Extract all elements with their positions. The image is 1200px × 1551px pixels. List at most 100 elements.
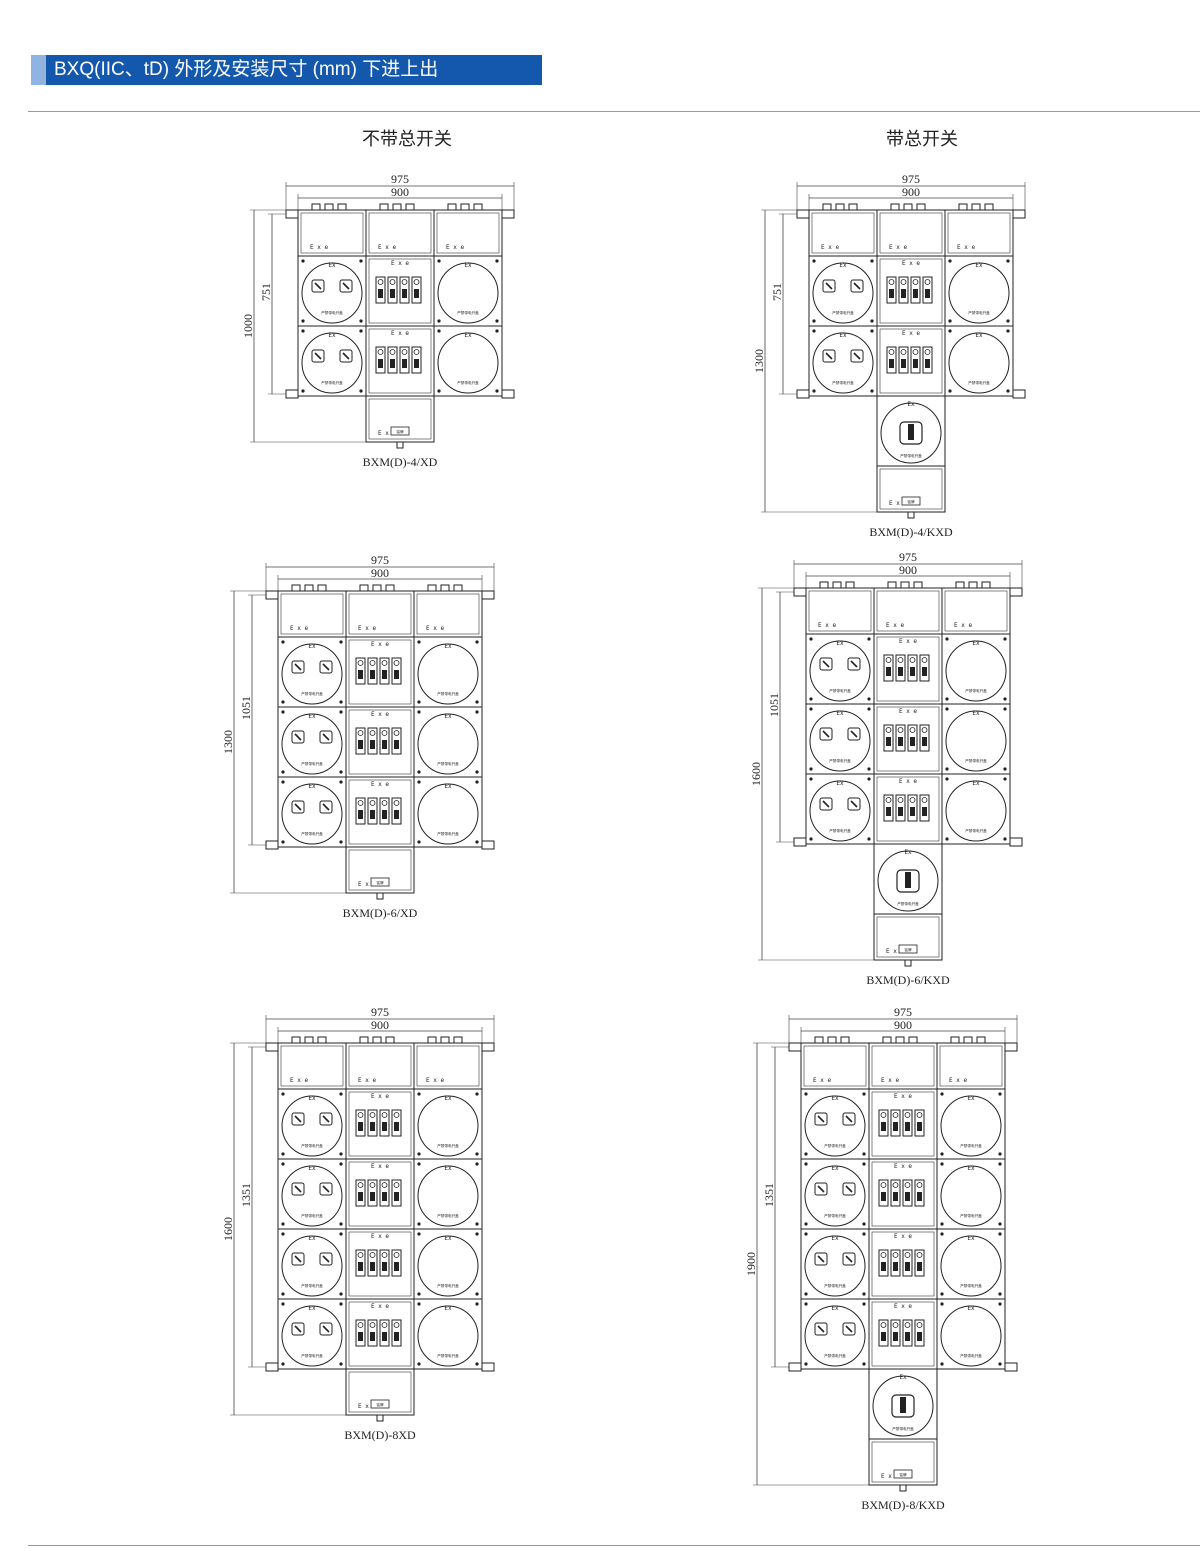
terminal-box-inner: [879, 212, 943, 254]
breaker-indicator: [393, 1322, 400, 1328]
exe-mark: E x e: [426, 1077, 444, 1084]
model-label: BXM(D)-6/KXD: [866, 973, 950, 987]
bolt-icon: [339, 840, 343, 844]
bolt-icon: [339, 700, 343, 704]
dimension-outer-height: 1300: [752, 349, 766, 373]
exe-mark: E x e: [894, 1093, 912, 1100]
switch-handle: [342, 282, 350, 290]
warning-label: 严禁带电开盖: [965, 688, 987, 693]
exe-mark: E x e: [358, 1077, 376, 1084]
warning-label: 严禁带电开盖: [437, 1143, 459, 1148]
mounting-lug: [788, 1042, 802, 1052]
main-switch-cover: [880, 402, 942, 464]
breaker-toggle: [358, 670, 363, 679]
warning-label: 严禁带电开盖: [301, 761, 323, 766]
breaker-toggle: [881, 1122, 886, 1131]
warning-label: 严禁带电开盖: [968, 310, 990, 315]
breaker-indicator: [921, 657, 928, 663]
bolt-icon: [359, 389, 363, 393]
breaker-module-inner: [876, 636, 940, 702]
ex-mark: Ex: [975, 262, 983, 269]
switch-handle: [850, 660, 858, 668]
cable-gland-icon: [440, 584, 450, 592]
cable-gland-icon: [291, 584, 301, 592]
ex-mark: Ex: [464, 262, 472, 269]
bolt-icon: [301, 259, 305, 263]
mounting-lug: [1004, 1362, 1018, 1372]
bolt-icon: [359, 329, 363, 333]
mounting-lug: [285, 389, 299, 399]
cable-gland-icon: [903, 203, 913, 211]
ex-mark: Ex: [308, 1165, 316, 1172]
breaker-toggle: [893, 1262, 898, 1271]
breaker-indicator: [885, 797, 892, 803]
bolt-icon: [1003, 837, 1007, 841]
breaker-indicator: [381, 1252, 388, 1258]
breaker-indicator: [888, 279, 895, 285]
dimension-inner-height: 1351: [239, 1183, 253, 1207]
breaker-indicator: [897, 657, 904, 663]
switch-handle: [322, 1255, 330, 1263]
bolt-icon: [339, 1232, 343, 1236]
bolt-icon: [812, 259, 816, 263]
bolt-icon: [417, 710, 421, 714]
cable-entry-gland-icon: [376, 1414, 384, 1422]
bolt-icon: [281, 1292, 285, 1296]
warning-label: 严禁带电开盖: [960, 1143, 982, 1148]
cable-gland-icon: [955, 581, 965, 589]
ex-mark: Ex: [308, 1235, 316, 1242]
mounting-lug: [1004, 1042, 1018, 1052]
dimension-outer-width: 975: [391, 172, 409, 186]
bolt-icon: [301, 329, 305, 333]
bolt-icon: [1003, 707, 1007, 711]
exe-mark: E x e: [902, 330, 920, 337]
bolt-icon: [339, 1302, 343, 1306]
breaker-toggle: [394, 740, 399, 749]
breaker-indicator: [369, 1182, 376, 1188]
bolt-icon: [862, 1362, 866, 1366]
breaker-toggle: [917, 1192, 922, 1201]
cable-gland-icon: [440, 1036, 450, 1044]
exe-mark: E x e: [894, 1163, 912, 1170]
dimension-inner-width: 900: [371, 566, 389, 580]
switch-module-cover: [804, 1235, 866, 1297]
switch-handle: [294, 1325, 302, 1333]
bolt-icon: [281, 700, 285, 704]
warning-label: 严禁带电开盖: [301, 1283, 323, 1288]
ex-mark: Ex: [444, 643, 452, 650]
switch-handle: [322, 1325, 330, 1333]
warning-label: 严禁带电开盖: [321, 380, 343, 385]
dimension-inner-width: 900: [391, 185, 409, 199]
breaker-indicator: [904, 1252, 911, 1258]
breaker-toggle: [358, 1332, 363, 1341]
breaker-toggle: [402, 359, 407, 368]
breaker-module-inner: [348, 1091, 412, 1157]
bolt-icon: [495, 329, 499, 333]
exe-mark: E x e: [371, 781, 389, 788]
ex-mark: Ex: [839, 262, 847, 269]
bolt-icon: [417, 1362, 421, 1366]
mounting-lug: [265, 590, 279, 600]
terminal-box: [800, 1042, 870, 1090]
bolt-icon: [940, 1302, 944, 1306]
breaker-toggle: [394, 1192, 399, 1201]
breaker-indicator: [880, 1182, 887, 1188]
switch-handle: [825, 282, 833, 290]
bolt-icon: [940, 1162, 944, 1166]
breaker-toggle: [910, 737, 915, 746]
bolt-icon: [948, 319, 952, 323]
switch-module-cover: [281, 1235, 343, 1297]
exe-mark: E x e: [894, 1233, 912, 1240]
breaker-toggle: [898, 807, 903, 816]
cable-gland-icon: [848, 203, 858, 211]
mounting-lug: [1012, 389, 1026, 399]
breaker-toggle: [382, 1122, 387, 1131]
switch-handle: [850, 800, 858, 808]
bolt-icon: [437, 259, 441, 263]
nameplate-text: 铭牌: [396, 429, 404, 434]
breaker-module-inner: [368, 328, 432, 394]
breaker-indicator: [888, 349, 895, 355]
